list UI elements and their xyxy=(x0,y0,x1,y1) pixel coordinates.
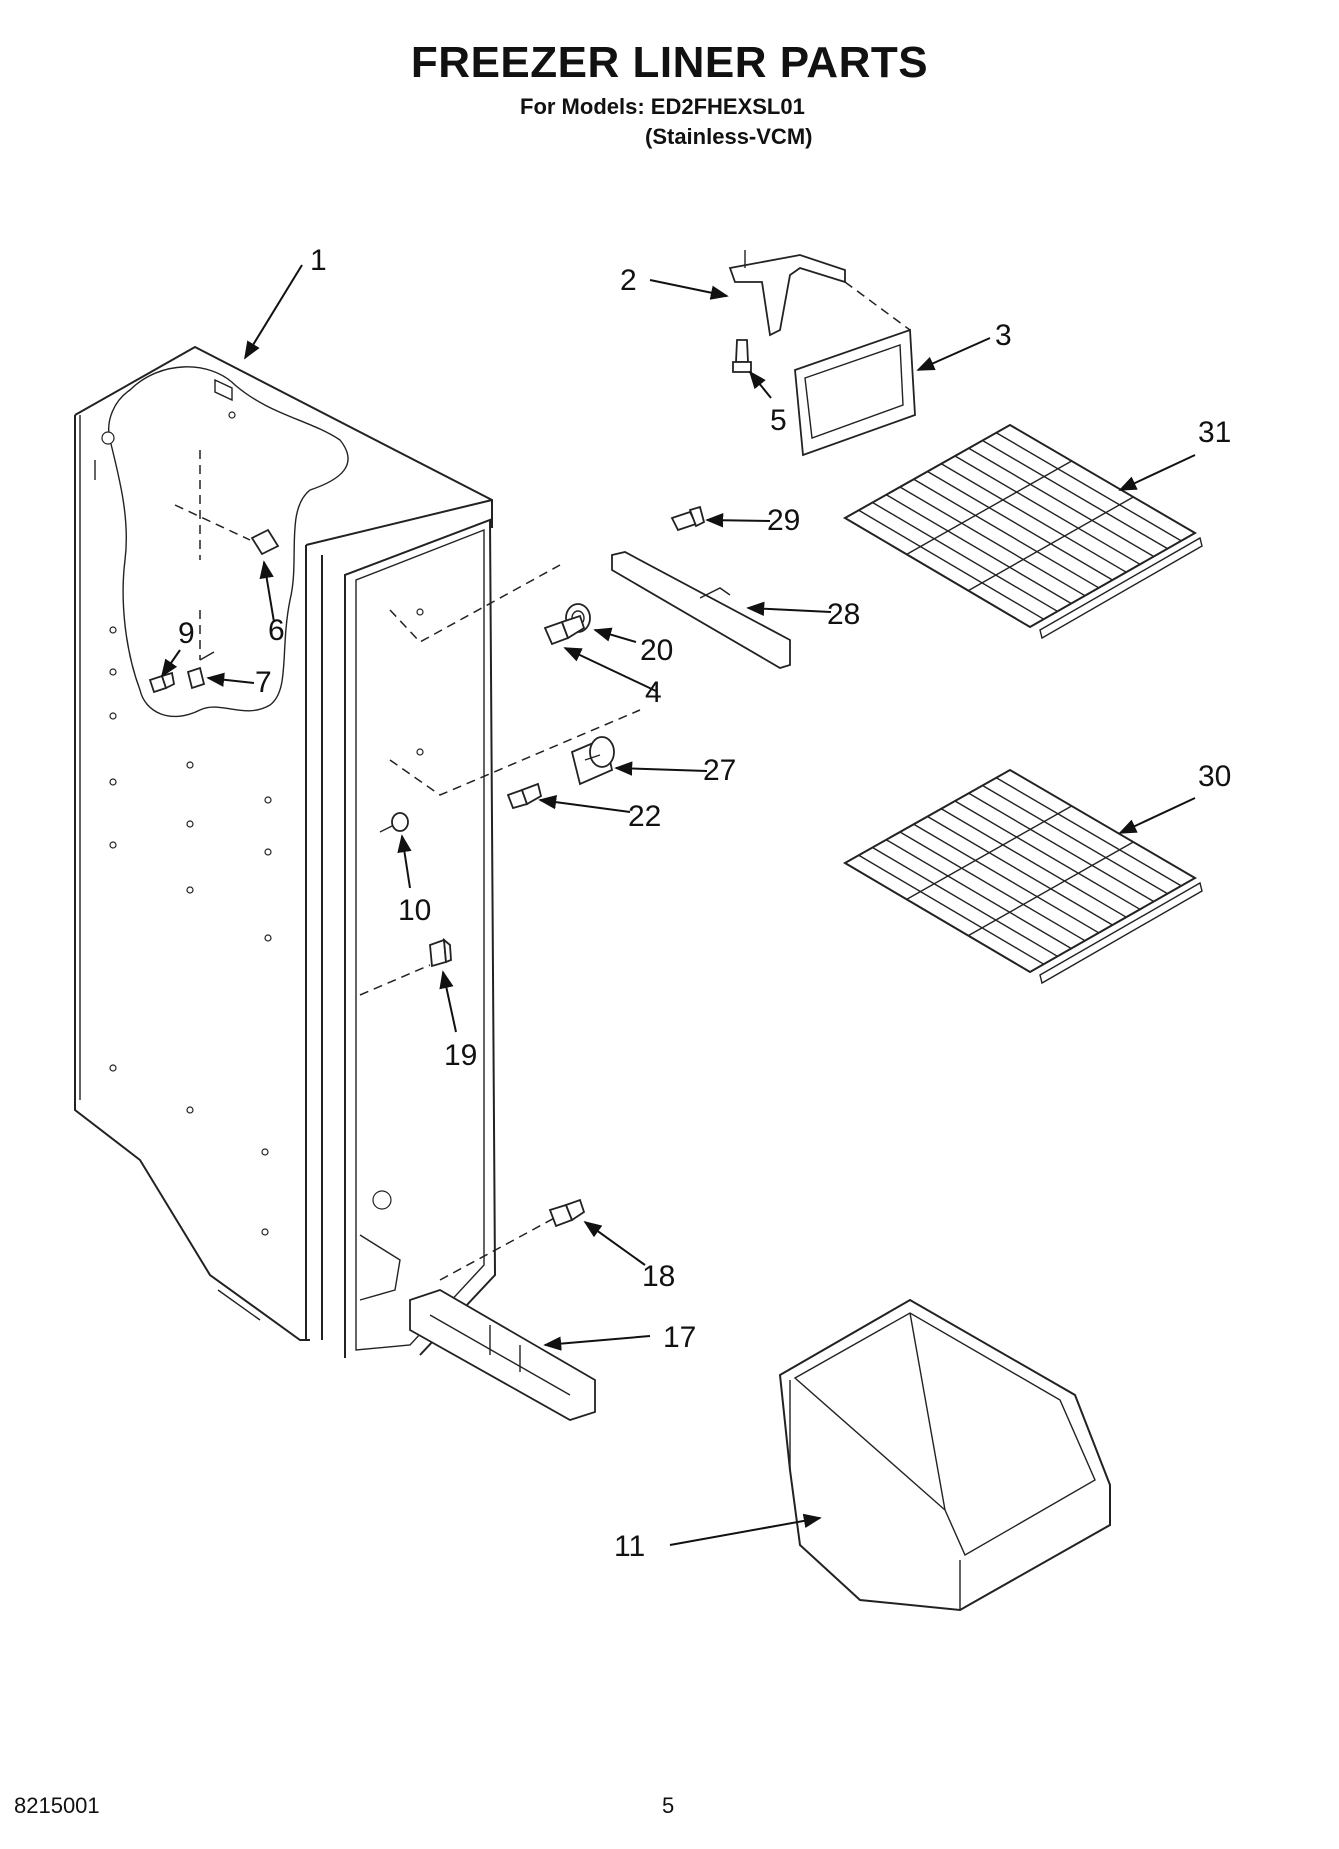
screw-part-18 xyxy=(548,1198,586,1228)
callout-4: 4 xyxy=(645,676,662,709)
page-title: FREEZER LINER PARTS xyxy=(410,38,929,87)
callout-2: 2 xyxy=(620,264,637,297)
callout-20: 20 xyxy=(640,634,673,667)
models-line: For Models: ED2FHEXSL01 xyxy=(520,94,805,119)
shelf-wire xyxy=(885,494,1072,605)
storage-bin-part-11 xyxy=(778,1298,1111,1612)
callout-17: 17 xyxy=(663,1321,696,1354)
shelf-wire xyxy=(927,815,1113,926)
shelf-crossbar xyxy=(906,805,1073,900)
variant-line: (Stainless-VCM) xyxy=(645,124,813,149)
clip-part-19 xyxy=(429,937,452,968)
callout-27: 27 xyxy=(703,754,736,787)
bracket-part-27 xyxy=(570,736,615,786)
shelf-wire xyxy=(885,839,1072,950)
callout-10: 10 xyxy=(398,894,431,927)
shelf-wire xyxy=(858,854,1045,965)
shelf-wire xyxy=(899,486,1086,597)
bracket-part-28 xyxy=(611,551,791,669)
shelf-crossbar xyxy=(967,841,1134,937)
shelf-wire xyxy=(982,439,1168,550)
shelf-wire xyxy=(995,777,1182,887)
rail-hanger-part-2 xyxy=(728,250,846,337)
shelf-crossbar xyxy=(906,460,1073,555)
callout-18: 18 xyxy=(642,1260,675,1293)
freezer-liner-part-1 xyxy=(74,345,641,1358)
callout-31: 31 xyxy=(1198,416,1231,449)
shelf-wire xyxy=(899,831,1086,942)
clip-part-7 xyxy=(186,651,215,690)
shelf-wire xyxy=(858,509,1045,620)
shelf-wire xyxy=(995,432,1182,542)
document-number: 8215001 xyxy=(14,1793,100,1818)
shelf-wire xyxy=(968,792,1155,903)
callout-11: 11 xyxy=(614,1530,645,1563)
shelf-wire xyxy=(954,800,1141,910)
leader-arrows xyxy=(160,264,1196,1546)
screw-part-22 xyxy=(506,782,543,810)
liner-mounting-holes xyxy=(109,608,424,1236)
callout-7: 7 xyxy=(255,666,272,699)
screw-part-29 xyxy=(670,505,706,532)
trim-frame-part-3 xyxy=(794,281,916,457)
shelf-wire xyxy=(940,808,1127,918)
shelf-wire xyxy=(982,784,1168,895)
shelf-wire xyxy=(968,447,1155,558)
shelf-wire xyxy=(954,455,1141,565)
callout-3: 3 xyxy=(995,319,1012,352)
shelf-crossbar xyxy=(967,496,1134,592)
screw-part-4 xyxy=(543,614,586,646)
shelf-wire xyxy=(913,478,1100,589)
callout-5: 5 xyxy=(770,404,787,437)
callout-30: 30 xyxy=(1198,760,1231,793)
shelf-wire xyxy=(872,846,1058,957)
shelf-wire xyxy=(872,501,1058,612)
clip-part-6 xyxy=(250,528,280,556)
callout-9: 9 xyxy=(178,617,195,650)
screw-part-5 xyxy=(732,339,752,373)
callout-22: 22 xyxy=(628,800,661,833)
callout-labels: 1 2 3 5 31 29 28 9 6 20 7 4 27 30 22 10 … xyxy=(178,244,1231,1563)
page-number: 5 xyxy=(662,1793,675,1818)
wire-shelf-part-30 xyxy=(842,768,1203,985)
track-part-17 xyxy=(409,1289,596,1421)
callout-29: 29 xyxy=(767,504,800,537)
screw-part-10 xyxy=(379,812,409,833)
wire-shelf-part-31 xyxy=(842,423,1203,640)
shelf-wire xyxy=(940,463,1127,573)
shelf-wire xyxy=(913,823,1100,934)
callout-1: 1 xyxy=(310,244,327,277)
callout-6: 6 xyxy=(268,614,285,647)
callout-19: 19 xyxy=(444,1039,477,1072)
callout-28: 28 xyxy=(827,598,860,631)
shelf-wire xyxy=(927,470,1113,581)
